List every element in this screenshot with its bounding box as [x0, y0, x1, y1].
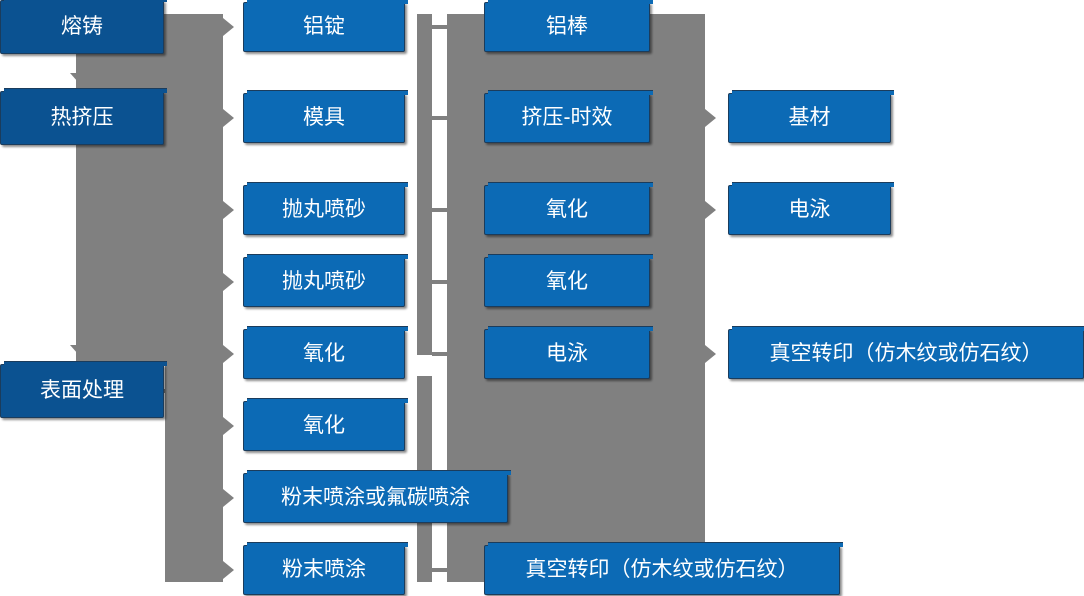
node-powder-coating[interactable]: 粉末喷涂 [243, 542, 408, 595]
arrow-right-icon-to-powder-coating [223, 561, 234, 579]
node-vacuum-transfer-right[interactable]: 真空转印（仿木纹或仿石纹） [728, 326, 1084, 379]
node-base-material-label: 基材 [788, 106, 831, 130]
arrow-right-icon-to-base-material [705, 109, 716, 127]
node-oxidation-1-label: 氧化 [303, 342, 345, 366]
node-oxidation-4-label: 氧化 [546, 270, 588, 294]
node-hot-extrusion-label: 热挤压 [50, 106, 114, 130]
gray-tick-extrude-aging [432, 116, 450, 120]
node-electrophoresis-2[interactable]: 电泳 [728, 182, 894, 235]
node-melt-cast[interactable]: 熔铸 [0, 0, 167, 54]
arrow-right-icon-to-aluminum-ingot [223, 18, 234, 36]
node-oxidation-2-label: 氧化 [303, 414, 345, 438]
arrow-down-icon-melt-to-extrusion [70, 73, 86, 82]
gray-tick-oxidation-3 [432, 208, 450, 212]
node-electrophoresis-1-label: 电泳 [546, 342, 588, 366]
node-vacuum-transfer-bottom[interactable]: 真空转印（仿木纹或仿石纹） [484, 542, 843, 595]
node-powder-coating-label: 粉末喷涂 [282, 558, 366, 582]
node-aluminum-ingot-label: 铝锭 [303, 15, 345, 39]
node-aluminum-ingot[interactable]: 铝锭 [243, 0, 408, 52]
node-mold[interactable]: 模具 [243, 90, 408, 143]
arrow-right-icon-to-oxidation-2 [223, 417, 234, 435]
node-shot-blast-1[interactable]: 抛丸喷砂 [243, 182, 408, 235]
node-extrude-aging-label: 挤压-时效 [521, 106, 613, 130]
node-shot-blast-2[interactable]: 抛丸喷砂 [243, 254, 408, 307]
gray-tick-vacuum-transfer-bottom [432, 568, 450, 572]
arrow-right-icon-to-oxidation-1 [223, 345, 234, 363]
node-surface-treatment-label: 表面处理 [40, 379, 124, 403]
node-vacuum-transfer-right-label: 真空转印（仿木纹或仿石纹） [769, 342, 1043, 366]
arrow-right-icon-to-powder-or-pvdf [223, 489, 234, 507]
node-powder-or-pvdf[interactable]: 粉末喷涂或氟碳喷涂 [243, 470, 511, 523]
gray-tick-oxidation-4 [432, 280, 450, 284]
node-melt-cast-label: 熔铸 [61, 15, 103, 39]
node-aluminum-bar-label: 铝棒 [546, 15, 588, 39]
gray-rail-output [695, 14, 705, 582]
node-surface-treatment[interactable]: 表面处理 [0, 361, 167, 418]
node-powder-or-pvdf-label: 粉末喷涂或氟碳喷涂 [281, 486, 470, 510]
node-oxidation-3-label: 氧化 [546, 198, 588, 222]
gray-tick-aluminum-bar [432, 25, 450, 29]
node-electrophoresis-2-label: 电泳 [788, 198, 831, 222]
node-shot-blast-2-label: 抛丸喷砂 [282, 270, 366, 294]
arrow-right-icon-to-vacuum-transfer-right [705, 345, 716, 363]
node-base-material[interactable]: 基材 [728, 90, 894, 143]
arrow-down-icon-extrusion-to-surface [70, 345, 86, 354]
node-oxidation-3[interactable]: 氧化 [484, 182, 653, 235]
arrow-right-icon-to-mold [223, 109, 234, 127]
node-aluminum-bar[interactable]: 铝棒 [484, 0, 653, 52]
node-shot-blast-1-label: 抛丸喷砂 [282, 198, 366, 222]
node-hot-extrusion[interactable]: 热挤压 [0, 88, 167, 145]
node-vacuum-transfer-bottom-label: 真空转印（仿木纹或仿石纹） [525, 558, 799, 582]
arrow-right-icon-to-electrophoresis-2 [705, 201, 716, 219]
node-oxidation-1[interactable]: 氧化 [243, 326, 408, 379]
arrow-right-icon-to-shot-blast-1 [223, 201, 234, 219]
node-electrophoresis-1[interactable]: 电泳 [484, 326, 653, 379]
node-extrude-aging[interactable]: 挤压-时效 [484, 90, 653, 143]
arrow-right-icon-to-shot-blast-2 [223, 273, 234, 291]
gray-stub-surface-treatment [164, 389, 188, 393]
node-oxidation-2[interactable]: 氧化 [243, 398, 408, 451]
gray-trunk-process-lower [165, 14, 223, 582]
gray-rail-upper [417, 14, 432, 355]
gray-tick-electrophoresis-1 [432, 352, 450, 356]
node-mold-label: 模具 [303, 106, 345, 130]
node-oxidation-4[interactable]: 氧化 [484, 254, 653, 307]
